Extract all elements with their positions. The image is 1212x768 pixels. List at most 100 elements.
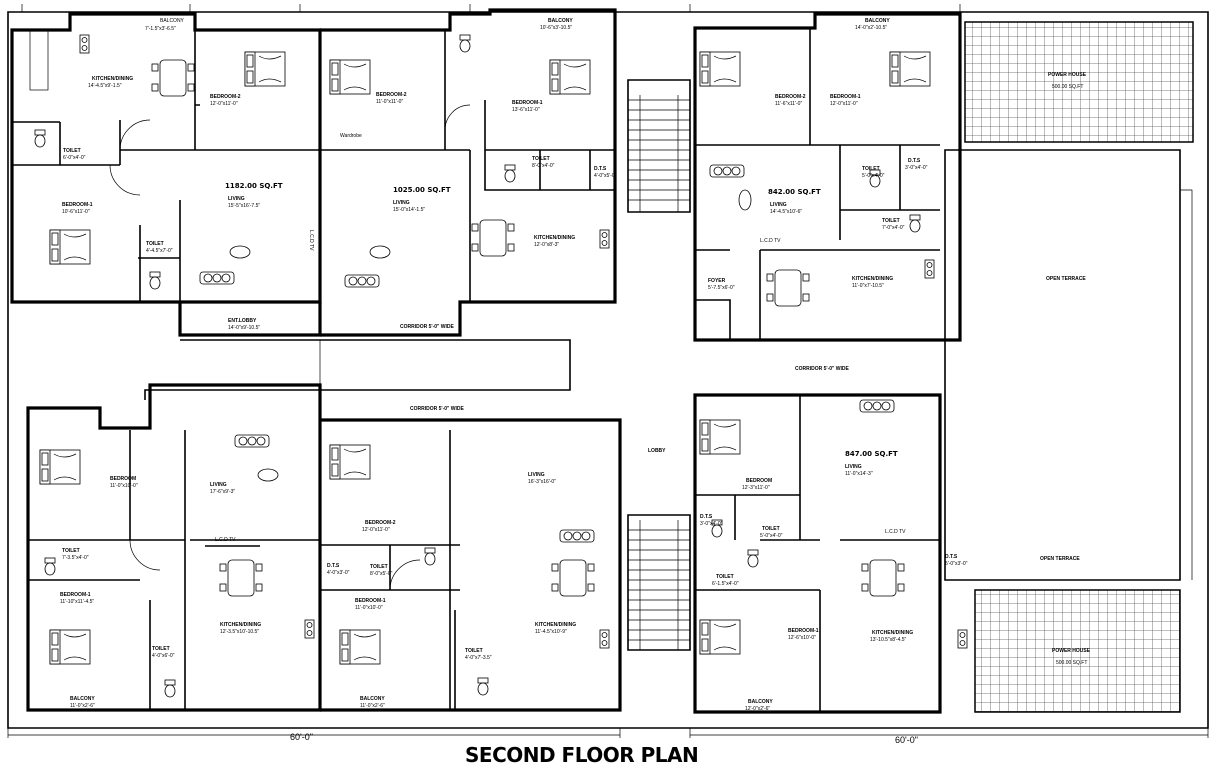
- size-e-balcony: 11'-0"x2'-6": [360, 703, 385, 709]
- size-dts-terrace: 5'-0"x3'-0": [945, 561, 968, 567]
- label-d-living: LIVING: [210, 482, 227, 488]
- size-d-balcony: 11'-0"x2'-6": [70, 703, 95, 709]
- label-a-bedroom2: BEDROOM-2: [210, 94, 241, 100]
- label-a-toilet2: TOILET: [146, 241, 164, 247]
- size-c-kitchen: 11'-0"x7'-10.5": [852, 283, 884, 289]
- flat-b: [320, 8, 617, 337]
- size-c-foyer: 5'-7.5"x6'-0": [708, 285, 735, 291]
- size-c-bedroom1: 12'-0"x11'-0": [830, 101, 858, 107]
- label-b-living: LIVING: [393, 200, 410, 206]
- label-lobby: LOBBY: [648, 448, 666, 454]
- size-d-living: 17'-6"x9'-3": [210, 489, 235, 495]
- size-b-balcony: 10'-6"x3'-10.5": [540, 25, 572, 31]
- size-f-bedroom: 12'-3"x11'-0": [742, 485, 770, 491]
- size-f-living: 11'-0"x14'-3": [845, 471, 873, 477]
- label-f-balcony: BALCONY: [748, 699, 773, 705]
- size-b-bedroom1: 13'-6"x11'-0": [512, 107, 540, 113]
- label-corridor-top: CORRIDOR 5'-0" WIDE: [400, 324, 455, 330]
- size-a-bedroom1: 10'-6"x11'-0": [62, 209, 90, 215]
- size-a-balcony: 7'-1.5"x3'-6.5": [145, 26, 176, 32]
- label-b-toilet: TOILET: [532, 156, 550, 162]
- size-a-bedroom2: 12'-0"x11'-0": [210, 101, 238, 107]
- size-e-living: 16'-3"x16'-0": [528, 479, 556, 485]
- label-f-bedroom1: BEDROOM-1: [788, 628, 819, 634]
- label-c-living: LIVING: [770, 202, 787, 208]
- size-e-toilet2: 4'-0"x7'-3.5": [465, 655, 492, 661]
- frontage-dimension-left: 60'-0": [290, 732, 313, 742]
- label-a-toilet1: TOILET: [63, 148, 81, 154]
- label-d-kitchen: KITCHEN/DINING: [220, 622, 261, 628]
- flat-f: [693, 393, 968, 714]
- label-d-bedroom: BEDROOM: [110, 476, 136, 482]
- power-house-bottom: [974, 589, 1181, 713]
- label-c-kitchen: KITCHEN/DINING: [852, 276, 893, 282]
- corridor: [144, 339, 571, 400]
- label-f-bedroom: BEDROOM: [746, 478, 772, 484]
- label-f-kitchen: KITCHEN/DINING: [872, 630, 913, 636]
- label-e-bedroom1: BEDROOM-1: [355, 598, 386, 604]
- flat-d: [26, 383, 322, 712]
- label-a-lcd: L.C.D TV: [308, 230, 314, 251]
- size-c-balcony: 14'-0"x2'-10.5": [855, 25, 887, 31]
- label-c-area: 842.00 SQ.FT: [768, 188, 821, 196]
- size-e-bedroom2: 12'-0"x11'-0": [362, 527, 390, 533]
- size-f-dts: 3'-0"x4'-0": [700, 521, 723, 527]
- label-b-wardrobe: Wardrobe: [340, 133, 362, 139]
- label-b-kitchen: KITCHEN/DINING: [534, 235, 575, 241]
- size-f-toilet2: 6'-1.5"x4'-0": [712, 581, 739, 587]
- size-d-toilet: 7'-3.5"x4'-0": [62, 555, 89, 561]
- label-e-toilet: TOILET: [370, 564, 388, 570]
- size-a-toilet2: 4'-4.5"x7'-0": [146, 248, 173, 254]
- label-f-toilet2: TOILET: [716, 574, 734, 580]
- size-power-house-bottom: 500.00 SQ.FT: [1056, 660, 1087, 666]
- label-a-balcony: BALCONY: [160, 18, 185, 24]
- label-entlobby: ENT.LOBBY: [228, 318, 257, 324]
- label-c-toilet2: TOILET: [882, 218, 900, 224]
- size-d-toilet2: 4'-0"x6'-0": [152, 653, 175, 659]
- label-corridor-right: CORRIDOR 5'-0" WIDE: [795, 366, 850, 372]
- size-b-kitchen: 12'-0"x8'-3": [534, 242, 559, 248]
- power-house-top: [964, 21, 1194, 143]
- size-b-toilet: 8'-0"x4'-0": [532, 163, 555, 169]
- label-corridor-bottom: CORRIDOR 5'-0" WIDE: [410, 406, 465, 412]
- label-d-lcd: L.C.D TV: [215, 537, 236, 543]
- label-f-area: 847.00 SQ.FT: [845, 450, 898, 458]
- size-a-living: 15'-5"x16'-7.5": [228, 203, 260, 209]
- size-f-balcony: 12'-0"x2'-6": [745, 706, 770, 712]
- size-c-dts: 3'-0"x4'-0": [905, 165, 928, 171]
- size-f-kitchen: 13'-10.5"x8'-4.5": [870, 637, 907, 643]
- label-dts-terrace: D.T.S: [945, 554, 958, 560]
- staircase-bottom: [627, 514, 691, 651]
- size-b-bedroom2: 11'-0"x11'-0": [376, 99, 403, 105]
- label-f-toilet: TOILET: [762, 526, 780, 532]
- size-e-toilet: 8'-0"x5'-0": [370, 571, 393, 577]
- label-a-bedroom1: BEDROOM-1: [62, 202, 93, 208]
- label-b-bedroom1: BEDROOM-1: [512, 100, 543, 106]
- size-e-bedroom1: 11'-0"x10'-0": [355, 605, 383, 611]
- size-c-toilet2: 7'-0"x4'-0": [882, 225, 905, 231]
- label-f-dts: D.T.S: [700, 514, 713, 520]
- label-f-lcd: L.C.D TV: [885, 529, 906, 535]
- drawing-title: SECOND FLOOR PLAN: [465, 743, 698, 767]
- label-d-bedroom1: BEDROOM-1: [60, 592, 91, 598]
- label-c-balcony: BALCONY: [865, 18, 890, 24]
- size-a-kitchen: 14'-4.5"x9'-1.5": [88, 83, 122, 89]
- size-d-bedroom1: 11'-10"x11'-4.5": [60, 599, 94, 605]
- size-entlobby: 14'-0"x9'-10.5": [228, 325, 260, 331]
- size-a-toilet1: 6'-0"x4'-0": [63, 155, 86, 161]
- size-power-house-top: 500.00 SQ.FT: [1052, 84, 1083, 90]
- label-e-living: LIVING: [528, 472, 545, 478]
- label-power-house-top: POWER HOUSE: [1048, 72, 1087, 78]
- size-b-living: 15'-0"x14'-1.5": [393, 207, 425, 213]
- label-e-balcony: BALCONY: [360, 696, 385, 702]
- label-a-living: LIVING: [228, 196, 245, 202]
- open-terrace: [944, 149, 1193, 581]
- label-c-foyer: FOYER: [708, 278, 726, 284]
- size-d-bedroom: 11'-0"x10'-0": [110, 483, 138, 489]
- frontage-dimension-right: 60'-0": [895, 735, 918, 745]
- size-c-living: 14'-4.5"x10'-6": [770, 209, 802, 215]
- label-c-lcd: L.C.D TV: [760, 238, 781, 244]
- label-e-kitchen: KITCHEN/DINING: [535, 622, 576, 628]
- label-e-dts: D.T.S: [327, 563, 340, 569]
